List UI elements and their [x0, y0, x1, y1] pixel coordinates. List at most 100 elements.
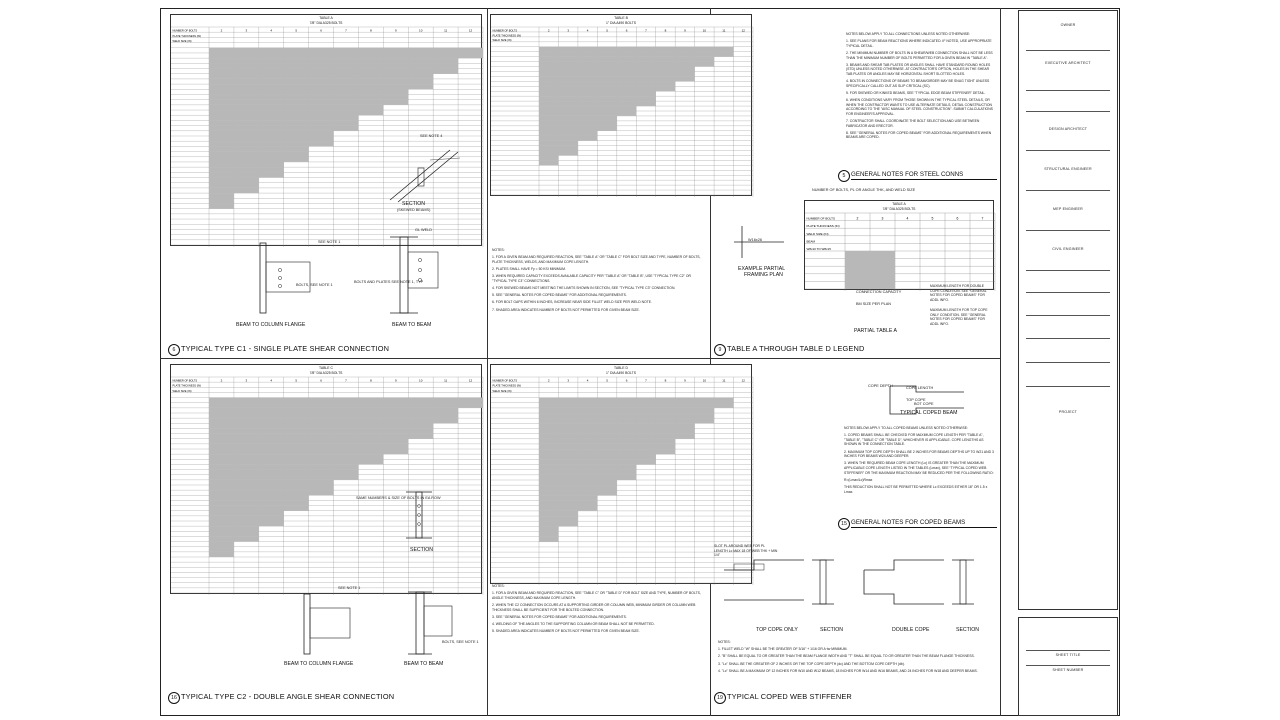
col-number: 8 [370, 29, 372, 33]
table-a-sub: 7/8" DIA A325 BOLTS [309, 21, 343, 25]
section-skewed-drawing [389, 149, 461, 203]
note-item: 6. WHEN CONDITIONS VARY FROM THOSE SHOWN… [846, 98, 993, 116]
top-cope-callout: TOP COPE [906, 398, 926, 402]
note-item: THIS REDUCTION SHALL NOT BE PERMITTED WH… [844, 484, 988, 494]
row-label: NUMBER OF BOLTS [173, 379, 198, 383]
top-cope-only-title: TOP COPE ONLY [756, 627, 798, 633]
number-of-bolts-callout: NUMBER OF BOLTS, PL OR ANGLE THK, AND WE… [812, 188, 916, 192]
tb-mep-engineer: MEP ENGINEER [1053, 207, 1083, 211]
notes-c1-head: NOTES: [492, 248, 505, 252]
panel-16-number: 16 [168, 692, 180, 704]
max-top-cope-callout: MAXIMUM LENGTH FOR TOP COPE ONLY CONDITI… [930, 308, 988, 326]
shaded-cell-band [209, 141, 334, 147]
tb-structural-engineer: STRUCTURAL ENGINEER [1044, 167, 1092, 171]
shaded-cell-band [209, 125, 359, 131]
notes-coped: NOTES BELOW APPLY TO ALL COPED BEAMS UNL… [844, 426, 996, 497]
partial-table-a-sub: 7/8" DIA A325 BOLTS [882, 207, 916, 211]
row-label: W8x10 TO W8x15 [807, 247, 832, 251]
col-number: 4 [587, 379, 589, 383]
note-item: 7. SHADED AREA INDICATES NUMBER OF BOLTS… [492, 307, 640, 312]
note-item: 3. WHEN REQUIRED CAPACITY EXCEEDS AVAILA… [492, 274, 691, 283]
shaded-cell-band [539, 96, 656, 102]
row-label: NUMBER OF BOLTS [807, 217, 835, 221]
gl-weld-callout: GL WELD [415, 228, 432, 232]
col-number: 2 [548, 28, 550, 32]
shaded-cell-band [209, 402, 483, 408]
shaded-cell-band [845, 251, 895, 289]
shaded-cell-band [209, 423, 434, 429]
bolts-see-note-1-b: BOLTS, SEE NOTE 1 [442, 640, 479, 644]
col-number: 10 [419, 29, 423, 33]
shaded-cell-band [539, 160, 559, 166]
col-number: 11 [722, 28, 725, 32]
shaded-cell-band [209, 490, 334, 496]
row-label: WELD SIZE (IN) [493, 389, 512, 393]
notes-steel-conns: NOTES BELOW APPLY TO ALL CONNECTIONS UNL… [846, 32, 994, 143]
note-item: 2. WHEN THE C2 CONNECTION OCCURS AT A SU… [492, 602, 696, 612]
beam-to-beam-drawing [390, 236, 439, 314]
shaded-cell-band [539, 433, 695, 439]
slot-pl-callout: SLOT PL AROUND WEB FOR PL LENGTH Lc MAX … [714, 544, 778, 558]
shaded-cell-band [209, 58, 459, 64]
partial-table-a-title: TABLE A [892, 202, 906, 206]
shaded-cell-band [539, 454, 656, 460]
tb-project: PROJECT [1058, 410, 1078, 414]
shaded-cell-band [539, 91, 656, 97]
shaded-cell-band [209, 505, 309, 511]
shaded-cell-band [209, 474, 359, 480]
row-label: WELD SIZE (IN) [173, 39, 192, 43]
section-skewed-title: SECTION [402, 201, 426, 207]
shaded-cell-band [209, 130, 334, 136]
stiffener-drawings [724, 559, 974, 605]
section-c2-drawing [406, 491, 432, 539]
shaded-cell-band [539, 145, 578, 151]
note-item: 7. CONTRACTOR SHALL COORDINATE THE BOLT … [846, 119, 980, 128]
row-label: PLATE THICKNESS (IN) [807, 224, 840, 228]
shaded-cell-band [539, 485, 617, 491]
shaded-cell-band [539, 516, 578, 522]
col-number: 9 [684, 379, 686, 383]
col-number: 2 [221, 379, 223, 383]
note-item: 3. WHEN THE REQUIRED BEAM COPE LENGTH (L… [844, 461, 994, 475]
shaded-cell-band [539, 101, 656, 107]
shaded-cell-band [539, 438, 676, 444]
shaded-cell-band [539, 46, 734, 52]
shaded-cell-band [209, 397, 483, 403]
shaded-cell-band [209, 63, 459, 69]
titleblock-main [1018, 10, 1118, 610]
row-label: PLATE THICKNESS (IN) [173, 384, 202, 388]
shaded-cell-band [209, 167, 284, 173]
row-label: PLATE THICKNESS (IN) [493, 33, 522, 37]
table-d-sub: 1" DIA A490 BOLTS [606, 371, 636, 375]
beam-to-column-flange-2-drawing [303, 593, 351, 655]
shaded-cell-band [209, 551, 234, 557]
divider-horizontal [160, 358, 1000, 359]
shaded-cell-band [539, 413, 715, 419]
shaded-cell-band [209, 52, 483, 59]
col-number: 9 [395, 379, 397, 383]
shaded-cell-band [539, 125, 617, 131]
beam-size-callout: BM SIZE PER PLAN [856, 302, 892, 306]
note-item: 8. SEE "GENERAL NOTES FOR COPED BEAMS" F… [846, 130, 992, 140]
col-number: 2 [857, 217, 859, 221]
notes-steel-conns-list: 1. SEE PLANS FOR BEAM REACTIONS WHERE IN… [846, 39, 994, 140]
same-numbers-callout: SAME NUMBERS & SIZE OF BOLTS IN EA ROW [356, 496, 441, 500]
shaded-cell-band [539, 536, 559, 542]
row-label: PLATE THICKNESS (IN) [173, 34, 202, 38]
shaded-cell-band [209, 515, 284, 521]
shaded-cell-band [539, 140, 578, 146]
divider-titleblock [1000, 8, 1001, 716]
note-item: 3. BEAMS AND SHEAR TAB PLATES OR ANGLES … [846, 62, 991, 76]
shaded-cell-band [539, 150, 578, 156]
col-number: 4 [907, 217, 909, 221]
shaded-cell-band [209, 73, 434, 79]
shaded-cell-band [209, 110, 384, 116]
shaded-cell-band [209, 156, 309, 162]
note-item: 4. FOR SKEWED BEAMS NOT MEETING THE LIMI… [492, 285, 676, 290]
panel-5-number: 5 [838, 170, 850, 182]
notes-coped-head: NOTES BELOW APPLY TO ALL COPED BEAMS UNL… [844, 426, 968, 430]
row-label: WELD SIZE (IN) [493, 38, 512, 42]
